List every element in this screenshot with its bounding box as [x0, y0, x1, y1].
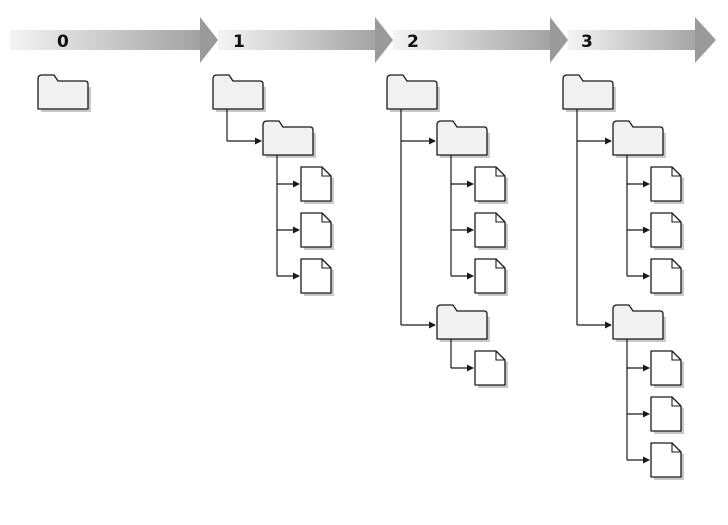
folder-icon	[612, 304, 666, 342]
folder-icon	[436, 120, 490, 158]
revision-tree-3	[562, 74, 684, 480]
folder-icon	[562, 74, 616, 112]
folder-icon	[436, 304, 490, 342]
folder-icon	[37, 74, 91, 112]
timeline-arrow-head	[550, 17, 568, 63]
timeline-arrow	[218, 30, 393, 50]
file-icon	[474, 258, 508, 296]
folder-icon	[212, 74, 266, 112]
revision-tree-0	[37, 74, 91, 112]
file-icon	[300, 258, 334, 296]
timeline: 0 1 2 3	[10, 17, 716, 63]
folder-icon	[262, 120, 316, 158]
file-icon	[300, 166, 334, 204]
revision-label: 1	[233, 32, 245, 52]
timeline-arrow-head	[375, 17, 393, 63]
timeline-arrow	[393, 30, 568, 50]
file-icon	[474, 212, 508, 250]
timeline-arrow	[568, 30, 713, 50]
folder-icon	[386, 74, 440, 112]
revision-label: 0	[57, 32, 69, 52]
file-icon	[650, 350, 684, 388]
file-icon	[474, 166, 508, 204]
timeline-arrow-head	[200, 17, 218, 63]
revision-tree-2	[386, 74, 508, 388]
file-icon	[650, 212, 684, 250]
revision-label: 2	[407, 32, 419, 52]
file-icon	[300, 212, 334, 250]
folder-icon	[612, 120, 666, 158]
timeline-segment-2: 2	[393, 17, 568, 63]
timeline-segment-1: 1	[218, 17, 393, 63]
timeline-arrow-head	[695, 17, 716, 63]
file-icon	[650, 396, 684, 434]
timeline-segment-0: 0	[10, 30, 218, 52]
timeline-segment-3: 3	[568, 17, 716, 63]
file-icon	[650, 166, 684, 204]
revision-label: 3	[581, 32, 593, 52]
revision-trees	[37, 74, 684, 480]
file-icon	[650, 442, 684, 480]
revision-tree-1	[212, 74, 334, 296]
file-icon	[650, 258, 684, 296]
timeline-arrow	[10, 30, 218, 50]
file-icon	[474, 350, 508, 388]
